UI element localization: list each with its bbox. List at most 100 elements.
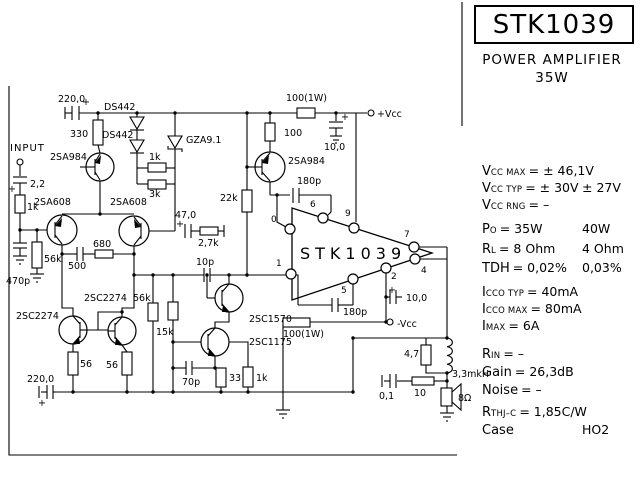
- label-c10p: 10p: [196, 257, 214, 268]
- ic-pin-4: [409, 253, 421, 265]
- resistor-56-left: [67, 351, 79, 376]
- resistor-680: [94, 249, 114, 259]
- vcc-minus-terminal: [386, 318, 394, 326]
- transistor-2sc2274-left: [58, 315, 88, 345]
- transistor-2sa984-left: [80, 152, 115, 182]
- ic-pin-1: [285, 268, 297, 280]
- plus-mark: +: [8, 184, 16, 195]
- output-network: [38, 246, 462, 422]
- plus-mark: +: [38, 398, 46, 409]
- plus-mark: +: [176, 219, 184, 230]
- resistor-1k-mid: [147, 162, 167, 173]
- label-r100w-bot: 100(1W): [283, 329, 324, 340]
- ic-pin-2: [380, 262, 392, 274]
- transistor-2sc2274-right: [107, 316, 137, 346]
- spec-vcc-rng: VCC RNG= –: [482, 197, 550, 213]
- spec-icco-typ: ICCO TYP= 40mA: [482, 284, 579, 300]
- label-q8: 2SA984: [288, 156, 325, 167]
- label-ds442-b: DS442: [102, 130, 133, 141]
- diode-ds442-1: [129, 116, 145, 131]
- label-q7: 2SC1175: [249, 337, 292, 348]
- title-box: STK1039: [474, 5, 634, 44]
- label-ds442-a: DS442: [104, 102, 135, 113]
- resistor-2-7k: [199, 226, 219, 236]
- diode-chain-ds442: [129, 113, 175, 190]
- label-r56-right: 56: [106, 360, 118, 371]
- schematic-frame: [8, 2, 463, 456]
- label-input: INPUT: [10, 143, 45, 154]
- pin5-comp: [298, 284, 354, 312]
- spec-imax: IMAX= 6A: [482, 318, 540, 334]
- pin-label-2: 2: [391, 272, 397, 282]
- spec-rthj: RTHJ–C= 1,85C/W: [482, 404, 587, 420]
- part-number: STK1039: [492, 9, 616, 40]
- label-q2: 2SA608: [34, 197, 71, 208]
- label-r2-7k: 2,7k: [198, 238, 219, 249]
- transistor-2sc1570: [214, 283, 244, 313]
- spec-vcc-typ: VCC TYP= ± 30V± 27V: [482, 180, 621, 196]
- transistor-2sc1175: [200, 327, 230, 357]
- bias-branch-330: [92, 113, 104, 154]
- label-q3: 2SA608: [110, 197, 147, 208]
- pin-label-4: 4: [421, 266, 427, 276]
- resistor-100: [264, 122, 276, 142]
- label-coil: 3,3mkH: [452, 369, 489, 380]
- label-r1k-mid: 1k: [149, 152, 161, 163]
- plus-mark: +: [82, 97, 90, 108]
- resistor-3k: [147, 179, 167, 190]
- ic-pin-9: [348, 222, 360, 234]
- label-speaker-8ohm: 8Ω: [458, 393, 471, 404]
- pin-label-7: 7: [404, 230, 410, 240]
- label-q1: 2SA984: [50, 152, 87, 163]
- label-r100w-top: 100(1W): [286, 93, 327, 104]
- transistor-2sa984-right: [247, 151, 286, 183]
- label-c0-1: 0,1: [379, 391, 394, 402]
- diff-pair-wiring: [61, 181, 225, 317]
- pin-label-6: 6: [310, 200, 316, 210]
- spec-rin: RIN= –: [482, 346, 525, 362]
- resistor-33: [215, 367, 227, 388]
- label-q4: 2SC2274: [16, 311, 59, 322]
- resistor-56-right: [121, 351, 133, 376]
- label-r1k-bot: 1k: [256, 373, 268, 384]
- label-q5: 2SC2274: [84, 293, 127, 304]
- speaker-cone-icon: [451, 382, 462, 412]
- ic-stk1039: [284, 207, 435, 301]
- label-gza: GZA9.1: [186, 135, 221, 146]
- ic-pin-0: [284, 223, 296, 235]
- resistor-4-7: [420, 344, 432, 366]
- label-c10-bot: 10,0: [406, 293, 427, 304]
- mirror-wiring: [67, 311, 133, 392]
- label-r680: 680: [93, 239, 111, 250]
- label-r330: 330: [70, 129, 88, 140]
- label-c220-bot: 220,0: [27, 374, 54, 385]
- label-r3k: 3k: [149, 189, 161, 200]
- positive-rail: [64, 106, 375, 144]
- zener-branch: [167, 113, 183, 231]
- label-r10: 10: [414, 388, 426, 399]
- branch-22k: [241, 113, 253, 275]
- resistor-15k: [167, 301, 179, 321]
- spec-icco-max: ICCO MAX= 80mA: [482, 301, 582, 317]
- label-c500: 500: [68, 261, 86, 272]
- diode-ds442-2: [129, 139, 145, 154]
- pin-label-5: 5: [341, 286, 347, 296]
- resistor-10: [411, 376, 435, 386]
- resistor-56k-mid: [147, 302, 159, 322]
- label-r56k-in: 56k: [44, 254, 62, 265]
- label-r22k: 22k: [220, 193, 238, 204]
- pin-label-1: 1: [276, 259, 282, 269]
- label-r15k: 15k: [156, 327, 174, 338]
- spec-noise: Noise= –: [482, 382, 542, 398]
- spec-tdh: TDH= 0,02%0,03%: [482, 260, 622, 276]
- vcc-plus-terminal: [367, 109, 375, 117]
- pin-label-9: 9: [345, 209, 351, 219]
- ic-pin-7: [408, 241, 420, 253]
- speaker-icon: [440, 387, 453, 407]
- input-terminal: [16, 158, 24, 166]
- label-r100: 100: [284, 128, 302, 139]
- subtitle: POWER AMPLIFIER: [482, 52, 622, 68]
